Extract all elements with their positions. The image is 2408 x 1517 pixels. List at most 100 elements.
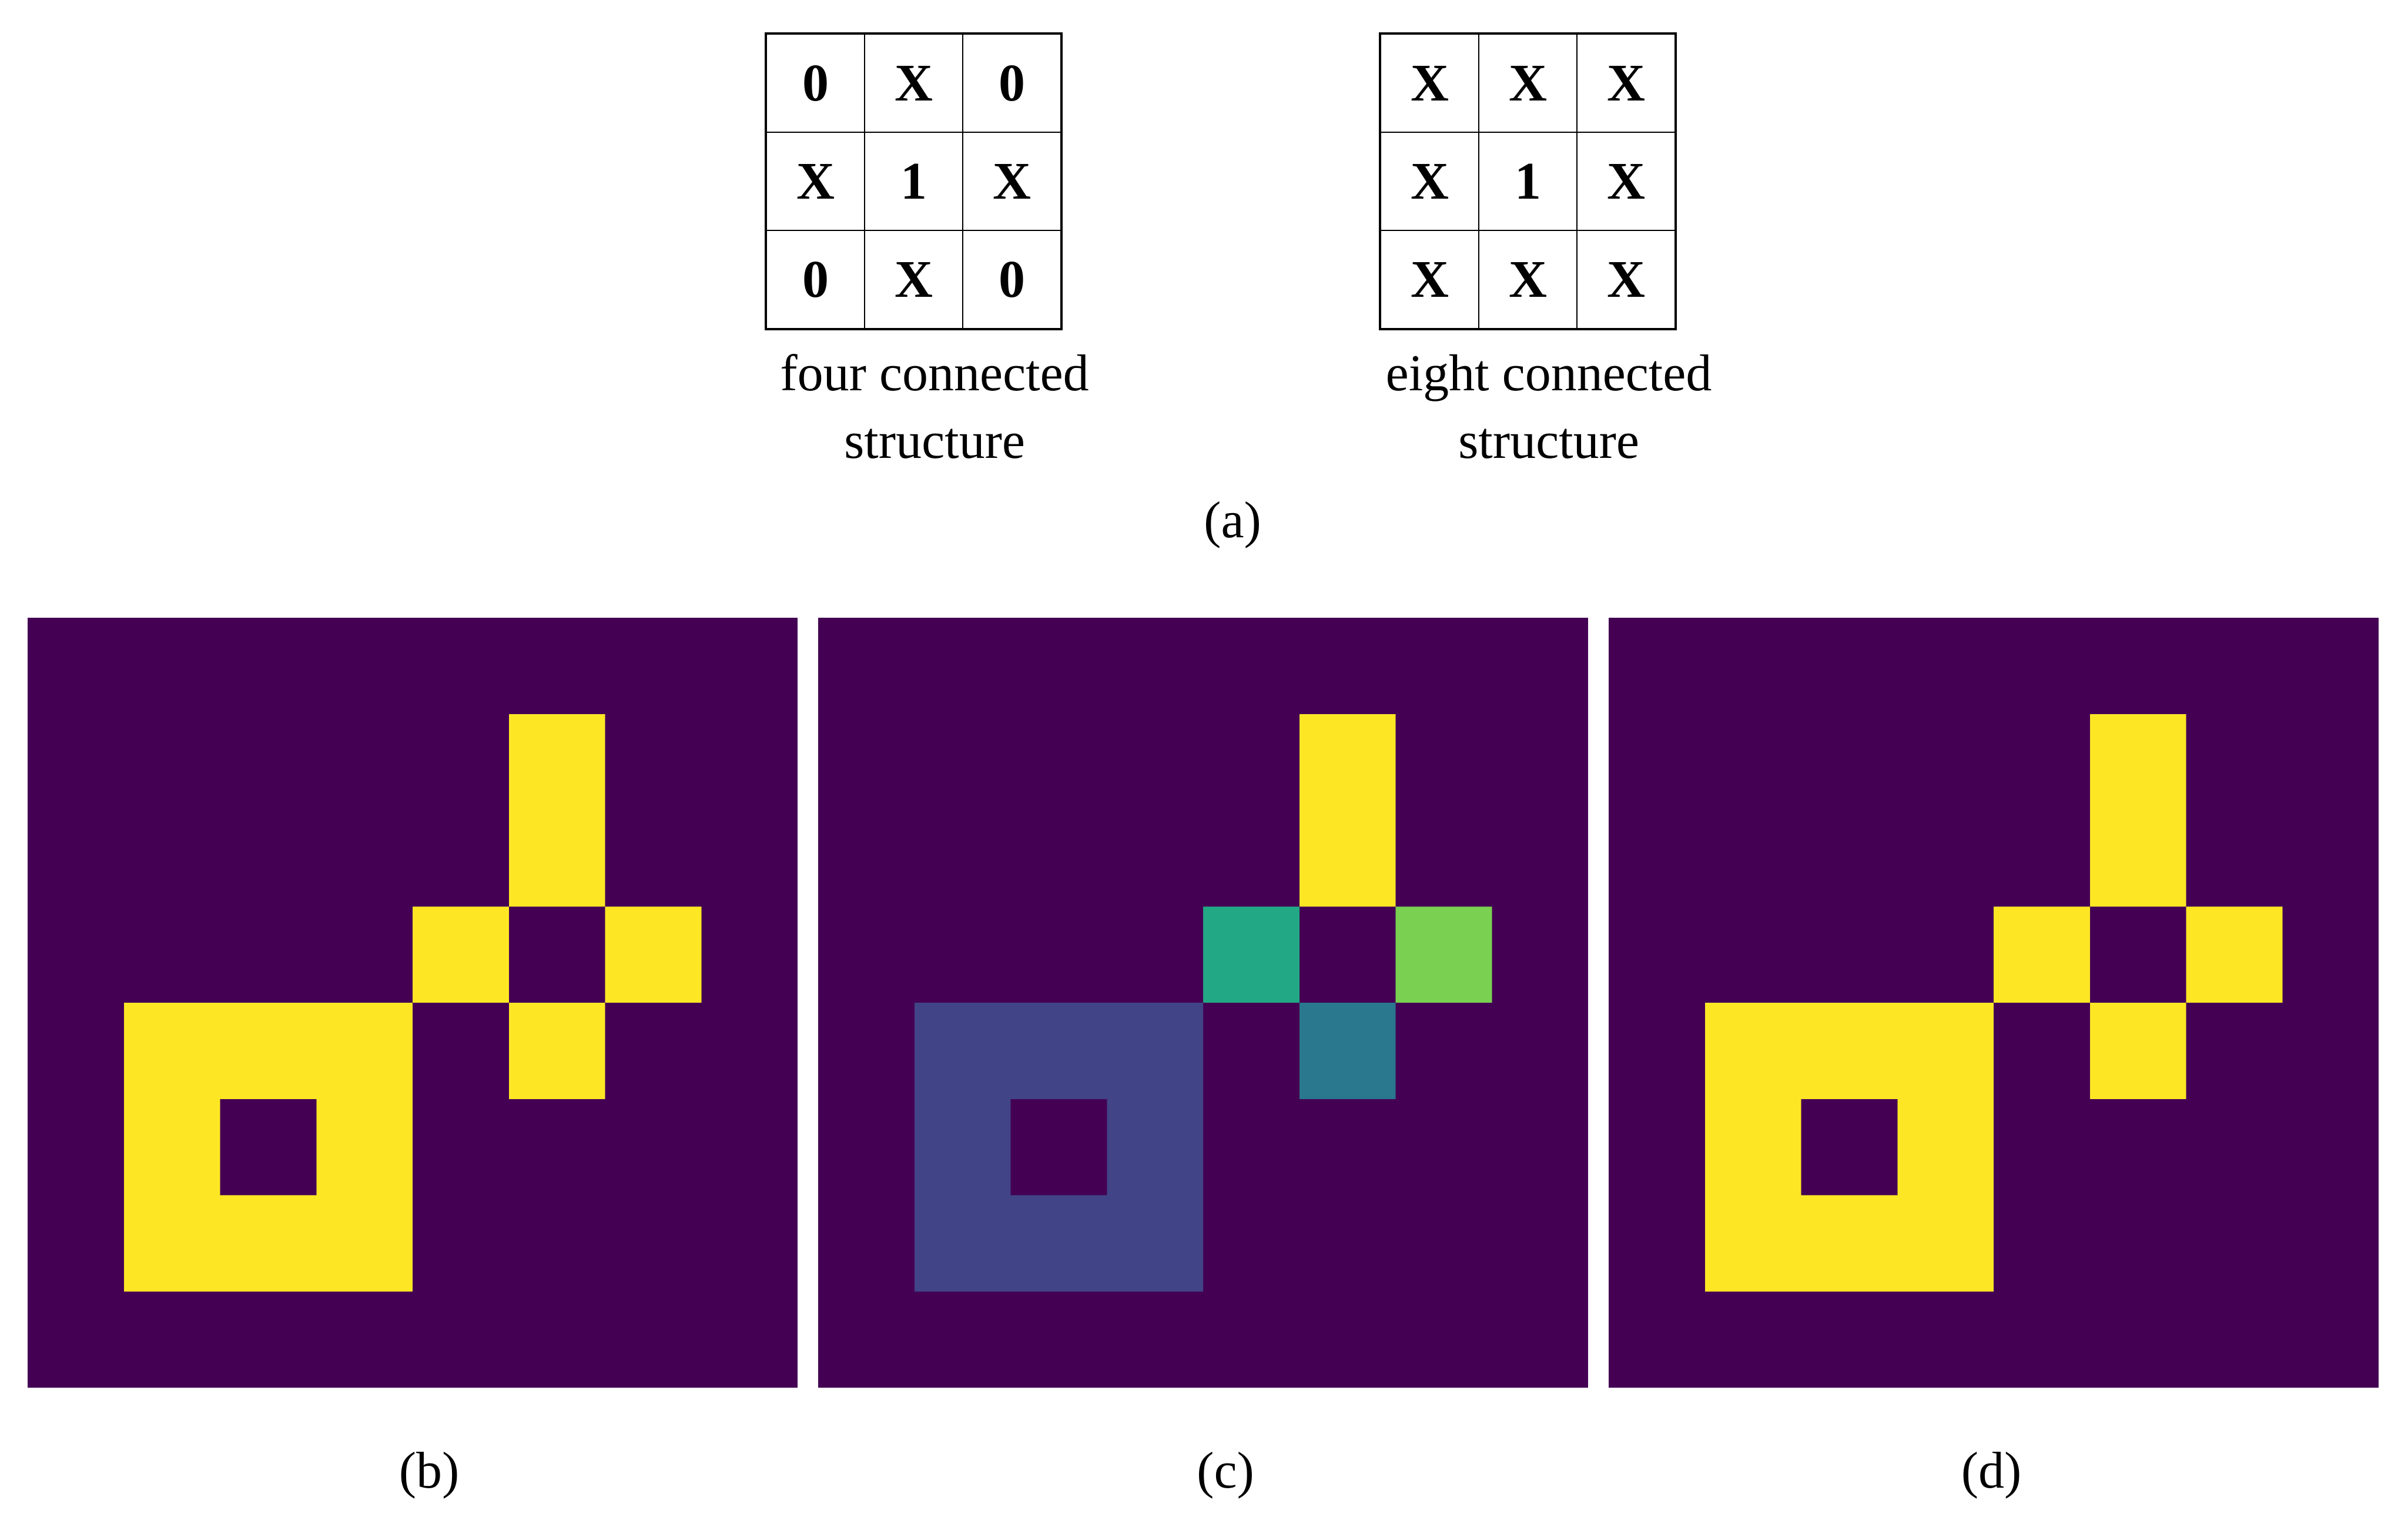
background-pixel [123,810,222,909]
background-pixel [220,1291,319,1388]
background-pixel [701,1195,798,1294]
subfigure-label-b: (b) [398,1442,460,1499]
eight-connected-caption: eight connected structure [1343,340,1754,475]
background-pixel [1801,810,1900,909]
foreground-pixel [1994,906,2092,1005]
foreground-pixel [316,1003,415,1101]
foreground-pixel [316,1195,415,1294]
background-pixel [818,1099,917,1197]
foreground-pixel [1107,1003,1205,1101]
background-pixel [1492,906,1588,1005]
background-pixel [1609,714,1707,812]
background-pixel [818,906,917,1005]
background-pixel [1107,618,1205,716]
caption-line: structure [844,413,1025,470]
background-pixel [2089,618,2188,716]
foreground-pixel [914,1195,1013,1294]
background-pixel [605,1291,704,1388]
foreground-pixel [316,1099,415,1197]
background-pixel [1801,1291,1900,1388]
background-pixel [1010,714,1109,812]
background-pixel [605,714,704,812]
background-pixel [605,1099,704,1197]
kernel-cell: 0 [766,230,865,329]
kernel-cell: X [963,132,1061,230]
background-pixel [1801,714,1900,812]
foreground-pixel [1801,1195,1900,1294]
background-pixel [508,906,607,1005]
background-pixel [1994,1003,2092,1101]
background-pixel [818,1195,917,1294]
panel-c-labeled-components [818,618,1588,1388]
background-pixel [1609,906,1707,1005]
subfigure-label-c: (c) [1197,1442,1254,1499]
background-pixel [1801,906,1900,1005]
background-pixel [1107,810,1205,909]
background-pixel [2186,1099,2285,1197]
background-pixel [123,906,222,1005]
background-pixel [1897,810,1996,909]
eight-connected-kernel: X X X X 1 X X X X [1379,32,1677,330]
foreground-pixel [220,1003,319,1101]
background-pixel [1010,810,1109,909]
foreground-pixel [1704,1003,1803,1101]
background-pixel [1203,1195,1302,1294]
background-pixel [1395,1291,1494,1388]
background-pixel [28,714,126,812]
background-pixel [1609,1291,1707,1388]
background-pixel [914,810,1013,909]
background-pixel [1010,1291,1109,1388]
background-pixel [1704,906,1803,1005]
background-pixel [220,618,319,716]
background-pixel [914,714,1013,812]
background-pixel [508,1099,607,1197]
background-pixel [1203,810,1302,909]
background-pixel [2089,1291,2188,1388]
background-pixel [28,1099,126,1197]
four-connected-caption: four connected structure [729,340,1140,475]
foreground-pixel [508,714,607,812]
background-pixel [1994,1195,2092,1294]
background-pixel [701,1099,798,1197]
kernel-cell: 0 [963,230,1061,329]
background-pixel [316,1291,415,1388]
background-pixel [1203,1291,1302,1388]
foreground-pixel [605,906,704,1005]
background-pixel [701,906,798,1005]
background-pixel [508,1195,607,1294]
background-pixel [701,714,798,812]
background-pixel [1897,1291,1996,1388]
background-pixel [1609,810,1707,909]
background-pixel [914,906,1013,1005]
kernel-cell: 1 [865,132,963,230]
kernel-cell: X [766,132,865,230]
kernel-cell: X [1577,34,1675,132]
background-pixel [1994,810,2092,909]
background-pixel [28,1291,126,1388]
foreground-pixel [508,810,607,909]
foreground-pixel [1299,1003,1398,1101]
background-pixel [1704,1291,1803,1388]
background-pixel [701,618,798,716]
foreground-pixel [2089,810,2188,909]
background-pixel [818,1291,917,1388]
background-pixel [2282,810,2379,909]
background-pixel [2186,714,2285,812]
background-pixel [2186,1003,2285,1101]
kernel-cell: X [865,34,963,132]
background-pixel [2282,618,2379,716]
background-pixel [220,1099,319,1197]
background-pixel [413,1291,511,1388]
background-pixel [413,1099,511,1197]
foreground-pixel [1107,1099,1205,1197]
background-pixel [1395,810,1494,909]
background-pixel [1395,1195,1494,1294]
caption-line: eight connected [1385,345,1712,402]
background-pixel [1395,1003,1494,1101]
background-pixel [1994,618,2092,716]
background-pixel [914,1291,1013,1388]
background-pixel [1492,810,1588,909]
caption-line: structure [1458,413,1639,470]
background-pixel [1609,1003,1707,1101]
background-pixel [123,1291,222,1388]
